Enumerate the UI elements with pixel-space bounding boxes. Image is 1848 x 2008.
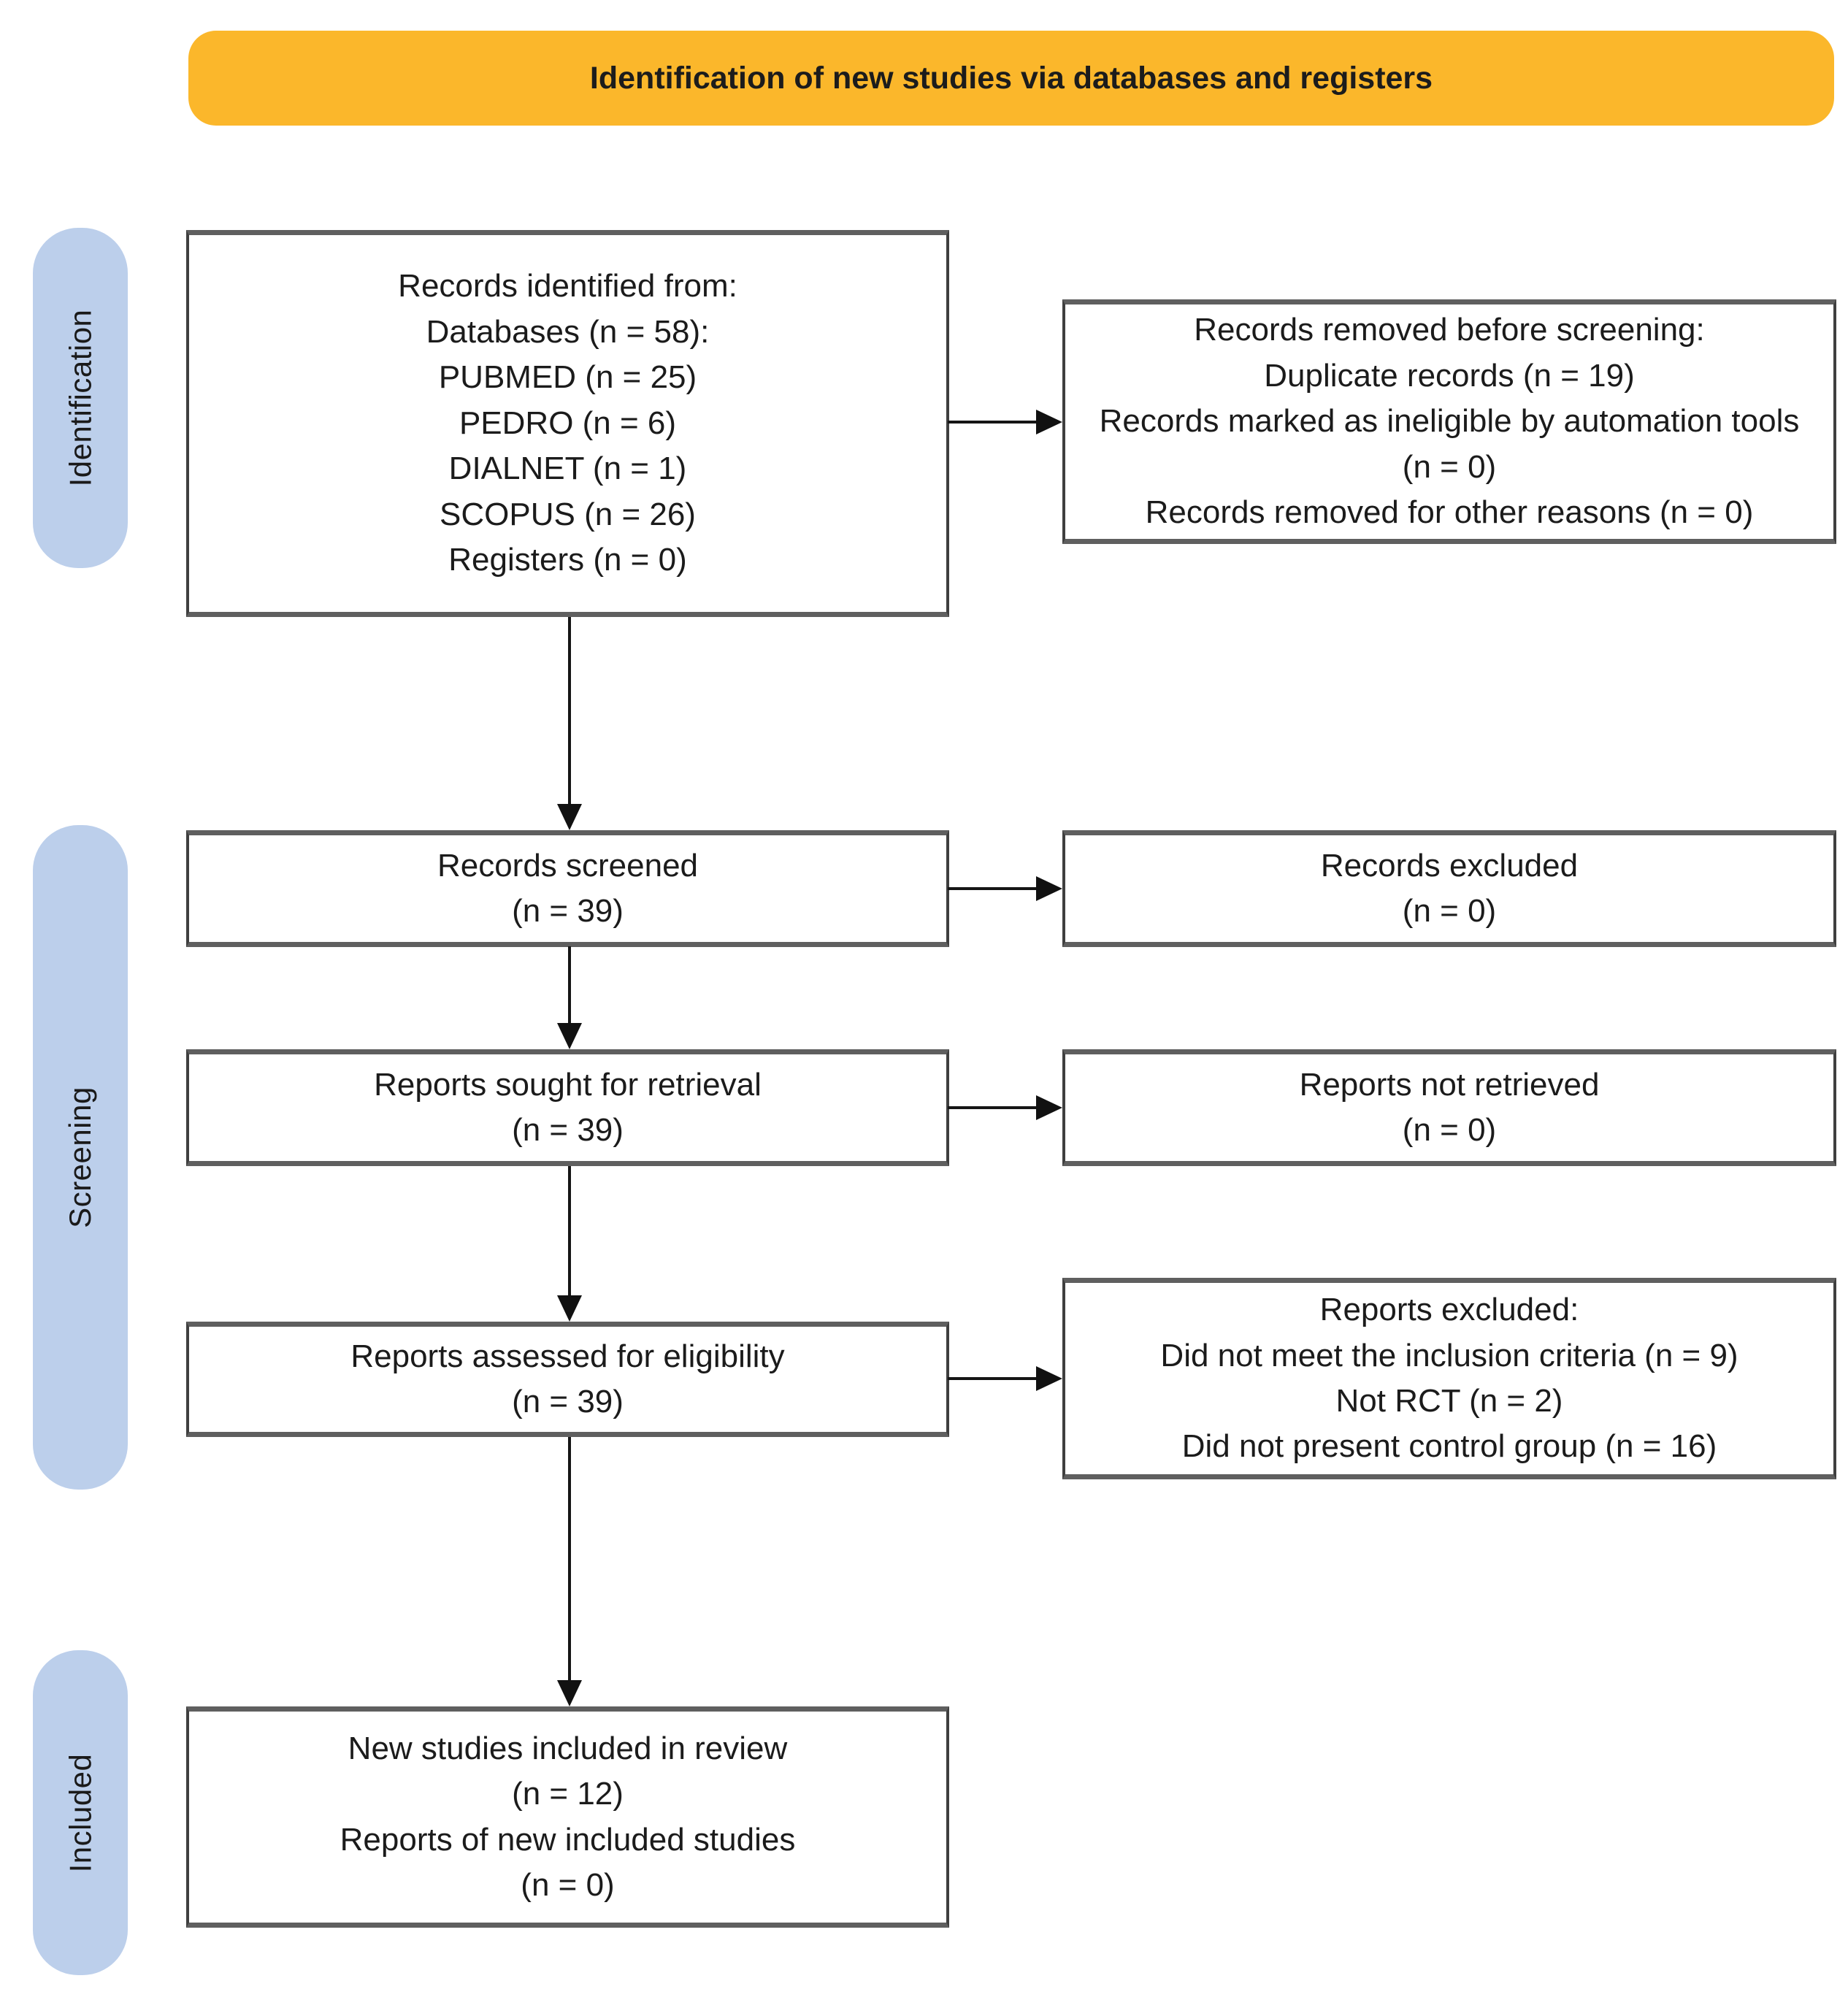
stage-label-included-text: Included [63,1753,98,1872]
box-line: Reports excluded: [1319,1292,1579,1328]
box-line: New studies included in review [348,1730,788,1766]
box-records-identified: Records identified from: Databases (n = … [186,230,949,617]
arrow-line [568,1166,571,1297]
box-reports-assessed: Reports assessed for eligibility (n = 39… [186,1322,949,1437]
box-line: Reports of new included studies [340,1821,796,1858]
box-line: (n = 39) [512,1112,624,1148]
box-line: Records excluded [1320,847,1579,884]
arrowhead-down-icon [557,804,582,830]
box-records-excluded: Records excluded (n = 0) [1062,830,1836,947]
box-line: Records removed before screening: [1194,312,1705,348]
arrow-line [568,617,571,805]
box-line: Reports sought for retrieval [374,1066,762,1103]
box-line: (n = 0) [521,1866,615,1903]
arrowhead-down-icon [557,1680,582,1706]
box-reports-sought: Reports sought for retrieval (n = 39) [186,1049,949,1166]
stage-label-identification: Identification [33,228,128,568]
box-line: (n = 0) [1402,893,1497,929]
arrow-line [948,1106,1036,1109]
box-line: (n = 39) [512,893,624,929]
box-line: Not RCT (n = 2) [1335,1383,1563,1419]
box-line: Records removed for other reasons (n = 0… [1145,494,1754,531]
box-line: Records identified from: [398,268,737,304]
box-line: Databases (n = 58): [426,313,710,350]
box-line: PEDRO (n = 6) [459,405,677,441]
box-line: Registers (n = 0) [448,542,687,578]
box-line: Did not present control group (n = 16) [1181,1428,1717,1465]
box-line: (n = 0) [1402,1112,1497,1148]
box-line: Reports not retrieved [1299,1066,1600,1103]
stage-label-included: Included [33,1650,128,1975]
banner-title: Identification of new studies via databa… [589,60,1433,96]
arrowhead-down-icon [557,1295,582,1322]
stage-label-screening-text: Screening [63,1087,97,1228]
banner: Identification of new studies via databa… [188,31,1834,126]
box-line: (n = 12) [512,1776,624,1812]
arrow-line [568,1437,571,1682]
box-reports-excluded: Reports excluded: Did not meet the inclu… [1062,1278,1836,1479]
box-records-removed: Records removed before screening: Duplic… [1062,299,1836,544]
arrow-line [948,1377,1036,1380]
box-new-studies-included: New studies included in review (n = 12) … [186,1706,949,1928]
stage-label-identification-text: Identification [63,309,98,487]
box-line: Duplicate records (n = 19) [1264,357,1635,394]
arrowhead-down-icon [557,1023,582,1049]
stage-label-screening: Screening [33,825,128,1490]
box-records-screened: Records screened (n = 39) [186,830,949,947]
arrowhead-right-icon [1036,1095,1062,1120]
box-line: PUBMED (n = 25) [438,359,697,396]
box-line: Did not meet the inclusion criteria (n =… [1160,1337,1738,1373]
arrowhead-right-icon [1036,410,1062,434]
box-line: SCOPUS (n = 26) [440,496,696,532]
arrow-line [568,946,571,1024]
box-reports-not-retrieved: Reports not retrieved (n = 0) [1062,1049,1836,1166]
arrow-line [948,887,1036,890]
box-line: (n = 39) [512,1384,624,1419]
box-line: Reports assessed for eligibility [350,1338,785,1374]
box-line: DIALNET (n = 1) [448,451,687,487]
arrowhead-right-icon [1036,876,1062,901]
arrow-line [948,421,1036,424]
box-line: Records screened [437,847,699,884]
box-line: Records marked as ineligible by automati… [1099,403,1800,485]
arrowhead-right-icon [1036,1366,1062,1391]
